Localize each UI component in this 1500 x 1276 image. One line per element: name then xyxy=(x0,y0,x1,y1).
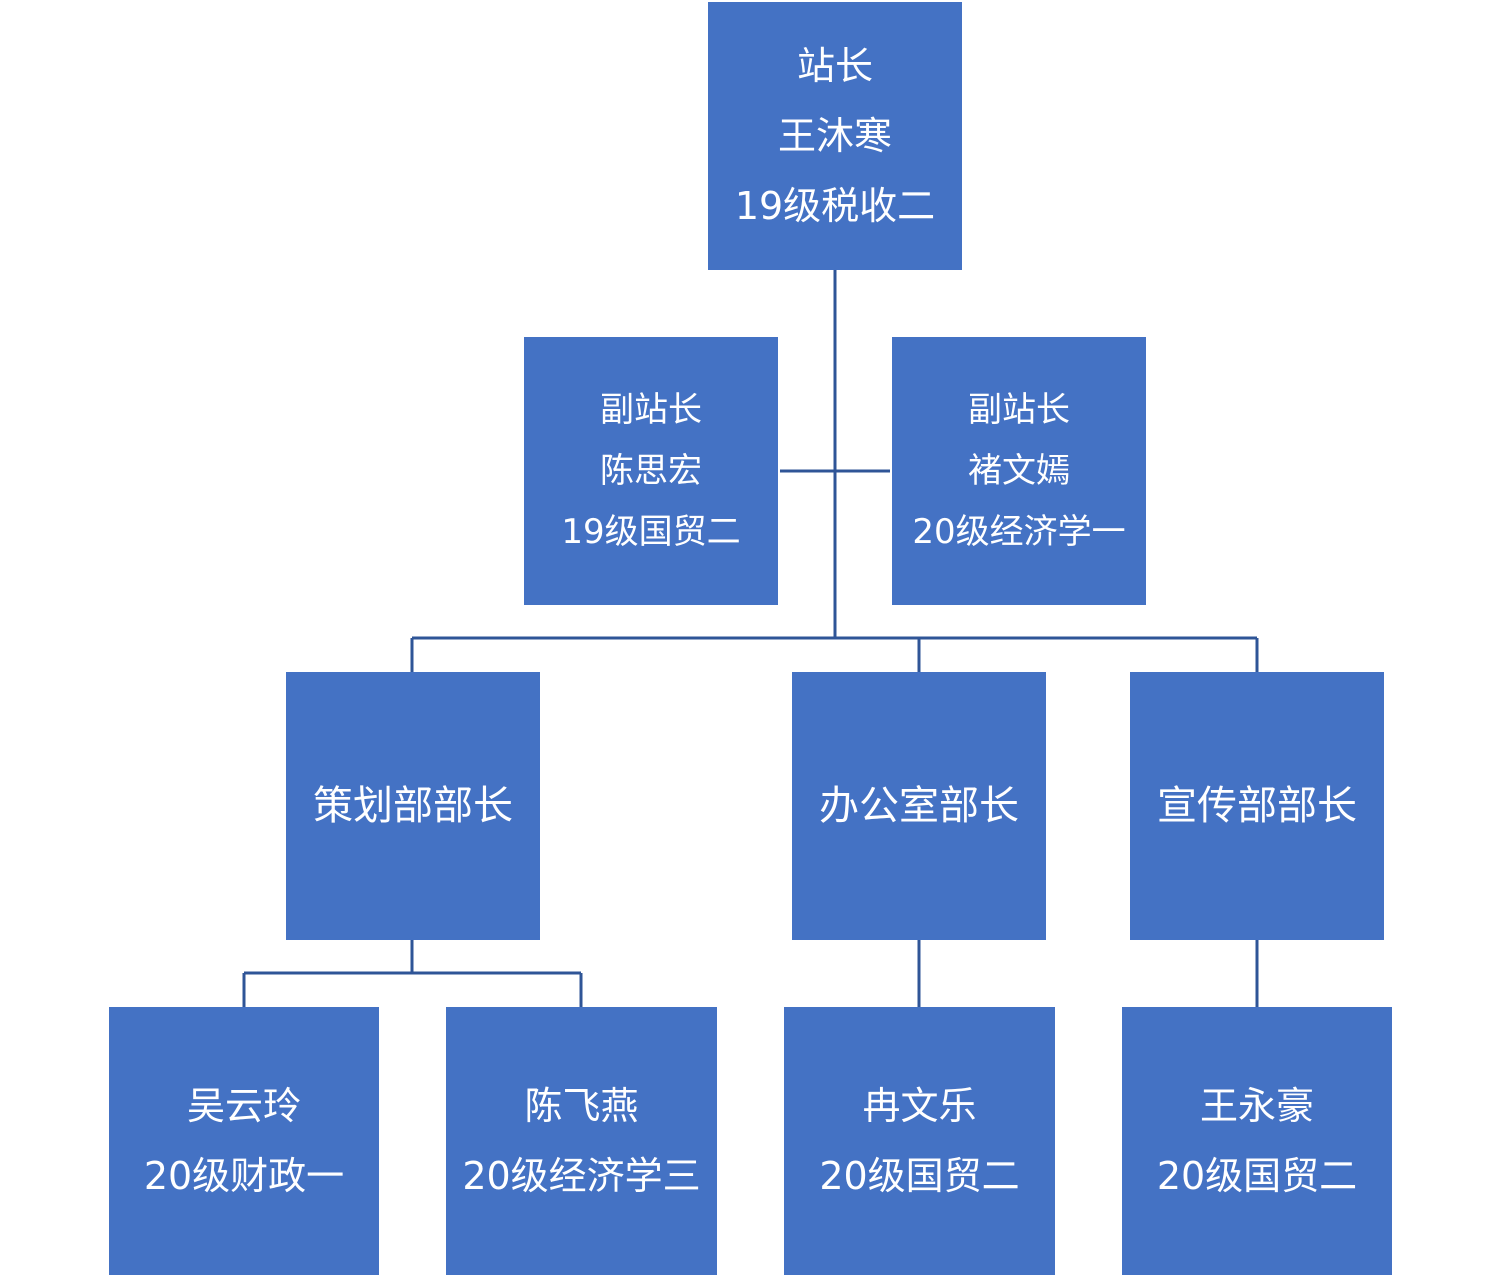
deputy-class: 20级经济学一 xyxy=(912,511,1126,552)
deputy-box: 副站长 陈思宏 19级国贸二 xyxy=(524,337,778,605)
director-title: 站长 xyxy=(796,44,873,88)
deputy-name: 陈思宏 xyxy=(600,450,702,491)
department-title: 策划部部长 xyxy=(313,783,513,829)
member-name: 吴云玲 xyxy=(186,1084,301,1128)
deputy-title: 副站长 xyxy=(968,389,1070,430)
member-class: 20级国贸二 xyxy=(1156,1154,1358,1198)
member-class: 20级经济学三 xyxy=(462,1154,701,1198)
member-name: 冉文乐 xyxy=(862,1084,977,1128)
department-title: 宣传部部长 xyxy=(1157,783,1357,829)
deputy-name: 褚文嫣 xyxy=(968,450,1070,491)
member-class: 20级财政一 xyxy=(143,1154,345,1198)
member-box: 王永豪 20级国贸二 xyxy=(1122,1007,1392,1275)
department-box-office: 办公室部长 xyxy=(792,672,1046,940)
member-name: 王永豪 xyxy=(1199,1084,1314,1128)
member-box: 吴云玲 20级财政一 xyxy=(109,1007,379,1275)
member-name: 陈飞燕 xyxy=(524,1084,639,1128)
department-box-publicity: 宣传部部长 xyxy=(1130,672,1384,940)
deputy-title: 副站长 xyxy=(600,389,702,430)
member-box: 陈飞燕 20级经济学三 xyxy=(446,1007,717,1275)
member-class: 20级国贸二 xyxy=(819,1154,1020,1198)
director-box: 站长 王沐寒 19级税收二 xyxy=(708,2,962,270)
director-name: 王沐寒 xyxy=(777,114,892,158)
department-title: 办公室部长 xyxy=(819,783,1019,829)
department-box-planning: 策划部部长 xyxy=(286,672,540,940)
director-class: 19级税收二 xyxy=(734,184,936,228)
deputy-class: 19级国贸二 xyxy=(561,511,741,552)
member-box: 冉文乐 20级国贸二 xyxy=(784,1007,1055,1275)
deputy-box: 副站长 褚文嫣 20级经济学一 xyxy=(892,337,1146,605)
